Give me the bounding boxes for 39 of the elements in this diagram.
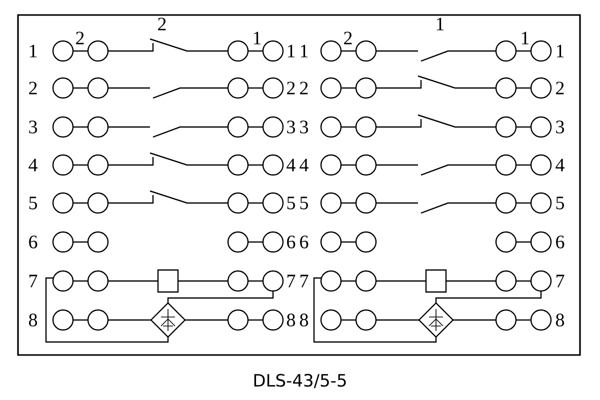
terminal-number: 4: [286, 158, 296, 172]
terminal-number: 1: [30, 44, 37, 58]
terminal-number: 3: [29, 120, 37, 134]
terminal-number: 8: [300, 314, 308, 326]
contact-number: 2: [76, 32, 84, 44]
terminal-number: 6: [287, 236, 296, 248]
terminal-number: 7: [288, 274, 296, 288]
terminal-number: 2: [300, 82, 308, 94]
contact-number: 2: [344, 32, 352, 44]
terminal-number: 3: [556, 120, 564, 134]
terminal-number: 5: [29, 196, 37, 210]
terminal-number: 6: [300, 236, 308, 248]
terminal-number: 7: [300, 274, 308, 288]
terminal-number: 5: [556, 196, 564, 210]
terminal-number: 8: [28, 314, 38, 326]
terminal-number: 7: [556, 274, 564, 288]
contact-number: 2: [158, 18, 166, 30]
terminal-number: 4: [556, 158, 564, 172]
terminal-number: 1: [556, 44, 564, 58]
terminal-number: 8: [286, 314, 296, 326]
caption: DLS-43/5-5: [254, 374, 346, 388]
terminal-number: 2: [556, 82, 564, 94]
terminal-number: 1: [288, 44, 295, 58]
terminal-number: 4: [300, 158, 308, 172]
contact-number: 1: [436, 18, 444, 30]
terminal-number: 5: [300, 196, 308, 210]
terminal-number: 4: [28, 158, 38, 172]
terminal-number: 2: [287, 82, 295, 94]
contact-number: 1: [522, 32, 529, 44]
terminal-number: 2: [29, 82, 37, 94]
terminal-number: 1: [300, 44, 308, 58]
terminal-number: 6: [29, 236, 38, 248]
terminal-number: 7: [30, 274, 38, 288]
contact-number: 1: [254, 32, 261, 44]
terminal-number: 5: [287, 196, 295, 210]
terminal-number: 6: [556, 236, 564, 248]
terminal-number: 8: [556, 314, 564, 326]
terminal-number: 3: [287, 120, 295, 134]
terminal-number: 3: [300, 120, 308, 134]
